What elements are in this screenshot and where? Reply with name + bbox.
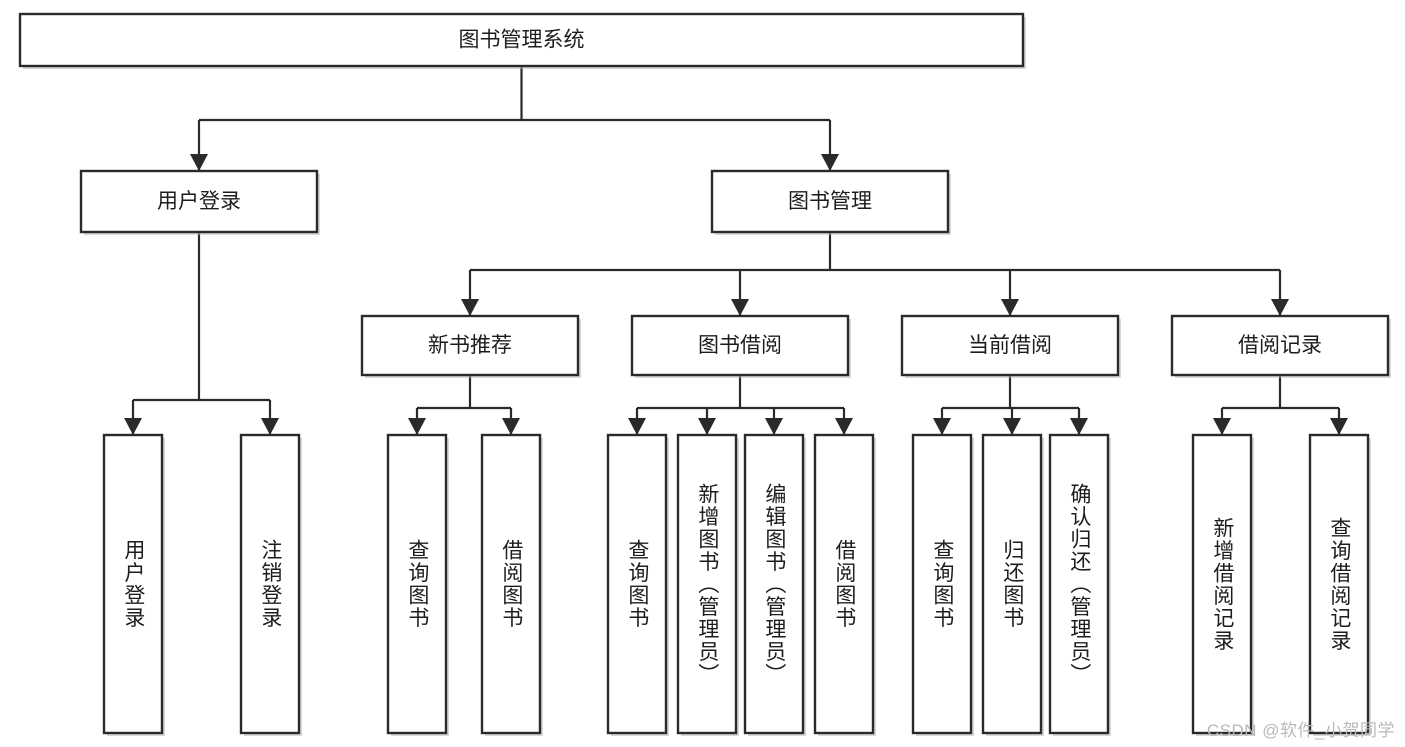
csdn-watermark: CSDN @软件_小贺同学 bbox=[1206, 721, 1395, 740]
node-label-root: 图书管理系统 bbox=[459, 29, 585, 52]
arrow-icon-leaf-add-book bbox=[698, 418, 716, 435]
node-new-book-recommend[interactable] bbox=[360, 314, 581, 378]
arrow-icon-leaf-query-book-3 bbox=[933, 418, 951, 435]
node-rect[interactable] bbox=[18, 12, 1025, 68]
arrow-icon-new-book-recommend bbox=[461, 299, 479, 316]
arrow-icon-leaf-query-book-1 bbox=[408, 418, 426, 435]
node-leaf-return-book[interactable] bbox=[981, 433, 1044, 736]
node-borrow-record[interactable] bbox=[1170, 314, 1391, 378]
arrow-icon-user-login bbox=[190, 154, 208, 171]
node-rect[interactable] bbox=[743, 433, 805, 735]
node-rect[interactable] bbox=[1048, 433, 1110, 735]
node-rect[interactable] bbox=[480, 433, 542, 735]
arrow-icon-book-manage bbox=[821, 154, 839, 171]
node-leaf-add-book[interactable] bbox=[676, 433, 739, 736]
node-leaf-query-book-3[interactable] bbox=[911, 433, 974, 736]
node-rect[interactable] bbox=[1308, 433, 1370, 735]
node-root[interactable] bbox=[18, 12, 1026, 69]
arrow-icon-book-borrow bbox=[731, 299, 749, 316]
node-rect[interactable] bbox=[79, 169, 319, 234]
node-label-new-book-recommend: 新书推荐 bbox=[428, 334, 512, 357]
node-leaf-edit-book[interactable] bbox=[743, 433, 806, 736]
boxes-layer bbox=[18, 12, 1391, 736]
edges-layer bbox=[124, 66, 1348, 435]
node-rect[interactable] bbox=[386, 433, 448, 735]
node-current-borrow[interactable] bbox=[900, 314, 1121, 378]
arrow-icon-borrow-record bbox=[1271, 299, 1289, 316]
node-rect[interactable] bbox=[630, 314, 850, 377]
node-rect[interactable] bbox=[676, 433, 738, 735]
node-rect[interactable] bbox=[1170, 314, 1390, 377]
arrow-icon-leaf-add-borrow-record bbox=[1213, 418, 1231, 435]
node-leaf-logout-login[interactable] bbox=[239, 433, 302, 736]
node-rect[interactable] bbox=[900, 314, 1120, 377]
node-rect[interactable] bbox=[1191, 433, 1253, 735]
arrow-icon-leaf-user-login bbox=[124, 418, 142, 435]
arrow-icon-current-borrow bbox=[1001, 299, 1019, 316]
node-rect[interactable] bbox=[981, 433, 1043, 735]
node-leaf-query-book-1[interactable] bbox=[386, 433, 449, 736]
arrow-icon-leaf-return-book bbox=[1003, 418, 1021, 435]
node-rect[interactable] bbox=[239, 433, 301, 735]
node-leaf-query-book-2[interactable] bbox=[606, 433, 669, 736]
node-rect[interactable] bbox=[606, 433, 668, 735]
node-leaf-query-borrow-record[interactable] bbox=[1308, 433, 1371, 736]
node-rect[interactable] bbox=[710, 169, 950, 234]
arrow-icon-leaf-borrow-book-1 bbox=[502, 418, 520, 435]
arrow-icon-leaf-logout-login bbox=[261, 418, 279, 435]
node-label-user-login: 用户登录 bbox=[157, 190, 241, 213]
node-book-manage[interactable] bbox=[710, 169, 951, 235]
arrow-icon-leaf-confirm-return bbox=[1070, 418, 1088, 435]
node-rect[interactable] bbox=[102, 433, 164, 735]
node-label-borrow-record: 借阅记录 bbox=[1238, 334, 1322, 357]
node-leaf-borrow-book-1[interactable] bbox=[480, 433, 543, 736]
node-leaf-user-login[interactable] bbox=[102, 433, 165, 736]
node-rect[interactable] bbox=[911, 433, 973, 735]
arrow-icon-leaf-borrow-book-2 bbox=[835, 418, 853, 435]
node-label-book-borrow: 图书借阅 bbox=[698, 334, 782, 357]
node-rect[interactable] bbox=[360, 314, 580, 377]
node-user-login[interactable] bbox=[79, 169, 320, 235]
node-leaf-borrow-book-2[interactable] bbox=[813, 433, 876, 736]
arrow-icon-leaf-edit-book bbox=[765, 418, 783, 435]
node-book-borrow[interactable] bbox=[630, 314, 851, 378]
node-label-current-borrow: 当前借阅 bbox=[968, 334, 1052, 357]
arrow-icon-leaf-query-book-2 bbox=[628, 418, 646, 435]
node-label-book-manage: 图书管理 bbox=[788, 190, 872, 213]
node-rect[interactable] bbox=[813, 433, 875, 735]
node-leaf-confirm-return[interactable] bbox=[1048, 433, 1111, 736]
arrow-icon-leaf-query-borrow-record bbox=[1330, 418, 1348, 435]
node-leaf-add-borrow-record[interactable] bbox=[1191, 433, 1254, 736]
